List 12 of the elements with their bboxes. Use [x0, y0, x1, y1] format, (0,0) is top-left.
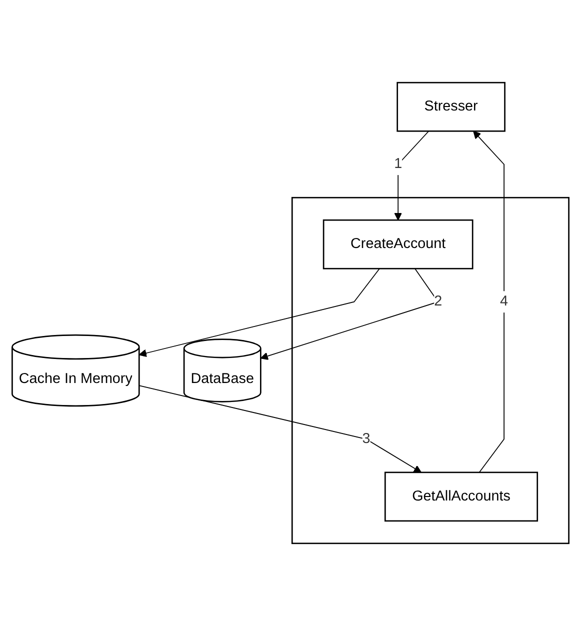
cluster [291, 196, 570, 544]
arrow [473, 130, 504, 473]
edge-label: 3 [362, 431, 370, 446]
node-box: CreateAccount [322, 219, 474, 270]
node-box: GetAllAccounts [384, 472, 538, 522]
arrow [394, 130, 430, 220]
edge-label: 1 [394, 156, 402, 172]
arrow [138, 385, 422, 473]
edge-label: 4 [500, 294, 508, 310]
edge-label: 2 [434, 294, 442, 310]
node-box: Stresser [396, 82, 506, 132]
arrow [138, 268, 380, 357]
